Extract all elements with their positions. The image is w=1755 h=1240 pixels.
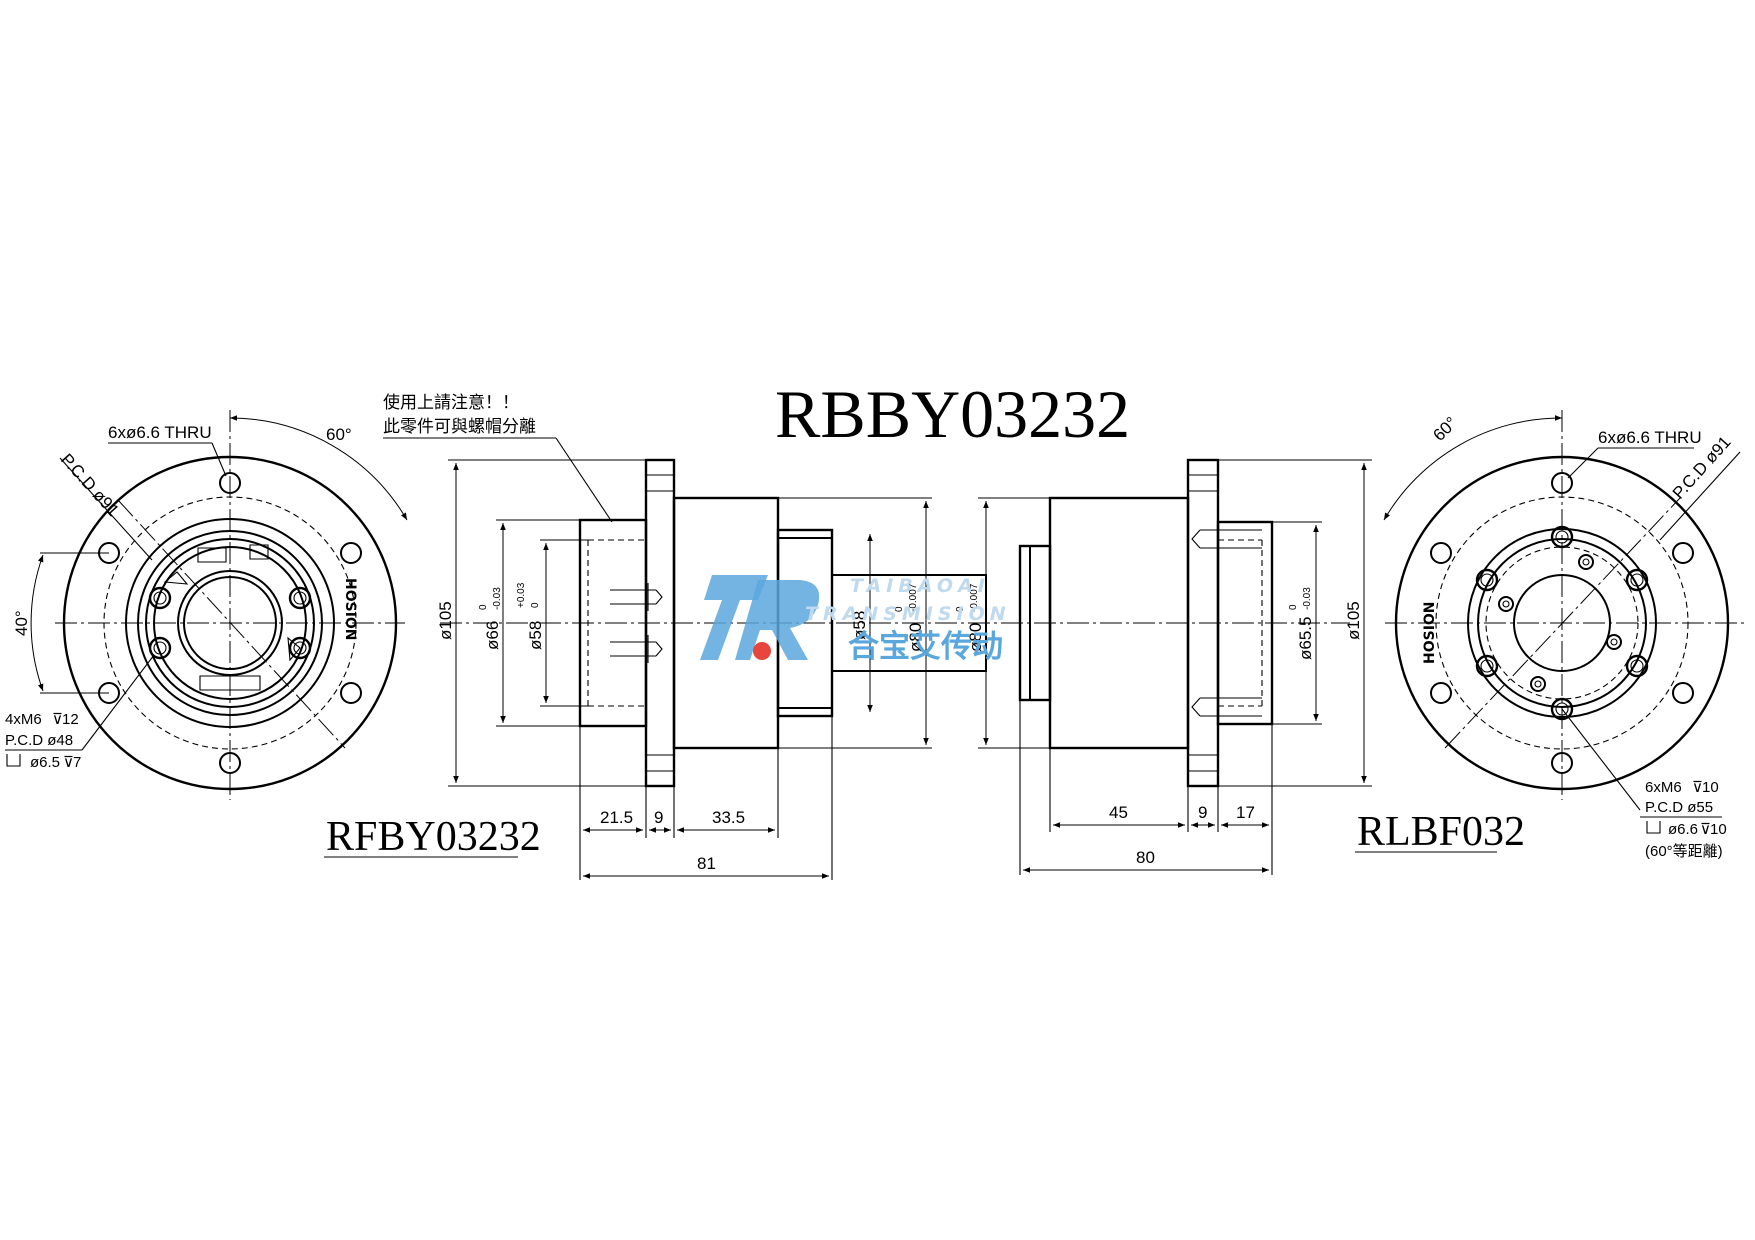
svg-text:⊽: ⊽ — [52, 711, 63, 728]
left-pcd-callout: P.C.D ø91 — [57, 450, 123, 520]
drawing-title: RBBY03232 — [775, 376, 1130, 452]
svg-text:⊽: ⊽ — [1700, 821, 1711, 838]
dim-left-d58-tol-up: +0.03 — [516, 582, 527, 608]
dim-len-17: 17 — [1236, 803, 1255, 822]
svg-text:⊽: ⊽ — [63, 754, 74, 771]
right-angle-top: 60° — [1429, 413, 1461, 445]
right-end-view: HOSION 60° 6xø6.6 THRU P.C.D ø91 6xM6 ⊽ … — [1355, 410, 1745, 860]
left-thread-depth-3: 7 — [73, 754, 81, 771]
dim-left-d58: ø58 — [526, 621, 545, 650]
right-view-label: RLBF032 — [1357, 809, 1525, 855]
dim-len-80: 80 — [1136, 848, 1155, 867]
right-thread-line-4: (60°等距離) — [1645, 842, 1723, 860]
dim-right-d65-5-tol: -0.03 — [1302, 587, 1313, 610]
right-thread-depth-3: 10 — [1710, 821, 1727, 838]
dim-right-d65-5-tol-up: 0 — [1288, 604, 1299, 610]
dim-len-45: 45 — [1109, 803, 1128, 822]
left-view-label: RFBY03232 — [326, 814, 541, 860]
dim-right-d80-tol: -0.007 — [969, 583, 980, 612]
dim-left-d66-tol-up: 0 — [478, 604, 489, 610]
right-thread-line-3: ø6.6 — [1668, 821, 1698, 838]
right-thread-line-1: 6xM6 — [1645, 779, 1682, 796]
watermark-cn: 合宝艾传动 — [848, 629, 1003, 665]
right-holes-callout: 6xø6.6 THRU — [1598, 428, 1702, 447]
right-logo: HOSION — [1422, 601, 1438, 664]
note-line-2: 此零件可與螺帽分離 — [383, 417, 536, 437]
dim-left-d80-tol: -0.007 — [908, 583, 919, 612]
dim-shaft-d58: ø58 — [850, 611, 869, 640]
dim-right-d80-tol-up: 0 — [955, 606, 966, 612]
note-line-1: 使用上請注意！！ — [383, 392, 519, 413]
left-holes-callout: 6xø6.6 THRU — [108, 423, 212, 442]
dim-left-d66: ø66 — [483, 621, 502, 650]
dim-len-33-5: 33.5 — [712, 808, 745, 827]
right-thread-line-2: P.C.D ø55 — [1645, 799, 1713, 816]
left-thread-line-3: ø6.5 — [30, 754, 60, 771]
watermark-en-2: TRANSMISION — [805, 603, 1011, 625]
dim-len-9-right: 9 — [1198, 803, 1207, 822]
watermark-en-1: TAIBAOAI — [850, 575, 990, 597]
watermark-logo-icon — [700, 575, 820, 660]
left-thread-holes — [148, 586, 312, 660]
watermark: TAIBAOAI TRANSMISION 合宝艾传动 — [700, 575, 1011, 665]
dim-right-d80: ø80 — [966, 623, 985, 652]
left-angle-side: 40° — [12, 610, 31, 636]
left-thread-depth-1: 12 — [62, 711, 79, 728]
usage-note: 使用上請注意！！ 此零件可與螺帽分離 — [383, 392, 613, 523]
dim-right-d65-5: ø65.5 — [1296, 617, 1315, 660]
right-thread-depth-1: 10 — [1702, 779, 1719, 796]
dim-left-d80: ø80 — [906, 623, 925, 652]
left-angle-top: 60° — [326, 425, 352, 444]
dim-left-d80-tol-up: 0 — [894, 606, 905, 612]
dim-len-21-5: 21.5 — [600, 808, 633, 827]
side-view: ø105 ø66 0 -0.03 ø58 +0.03 0 ø58 ø80 0 -… — [436, 458, 1372, 880]
dim-len-9-left: 9 — [654, 808, 663, 827]
dim-left-d58-tol-low: 0 — [530, 602, 541, 608]
dim-left-d66-tol: -0.03 — [492, 587, 503, 610]
right-thread-holes — [1475, 525, 1649, 721]
left-logo: HOSION — [342, 578, 358, 641]
left-thread-line-2: P.C.D ø48 — [5, 732, 73, 749]
dim-left-d105: ø105 — [436, 601, 455, 640]
left-thread-line-1: 4xM6 — [5, 711, 42, 728]
dim-len-81: 81 — [697, 854, 716, 873]
svg-text:⊽: ⊽ — [1692, 779, 1703, 796]
dim-right-d105: ø105 — [1344, 601, 1363, 640]
left-end-view: HOSION 60° 40° 6xø6.6 THRU P.C.D ø91 4xM… — [5, 410, 541, 860]
